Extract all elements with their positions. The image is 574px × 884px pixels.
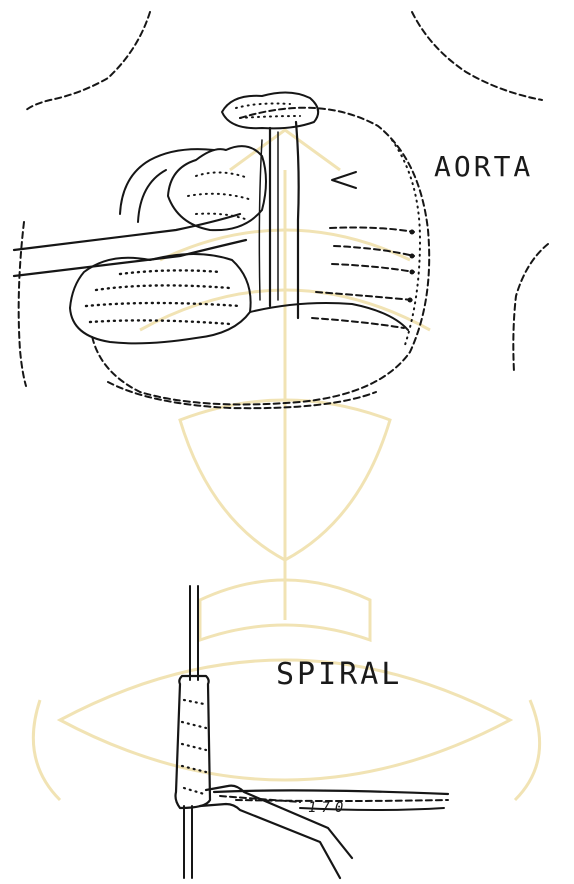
coil-bend — [206, 786, 352, 858]
aorta-label: AORTA — [434, 150, 533, 183]
spiral-label: SPIRAL — [276, 657, 402, 692]
needle-mark-label: 170 — [308, 800, 348, 816]
spiral-coil — [176, 676, 211, 808]
